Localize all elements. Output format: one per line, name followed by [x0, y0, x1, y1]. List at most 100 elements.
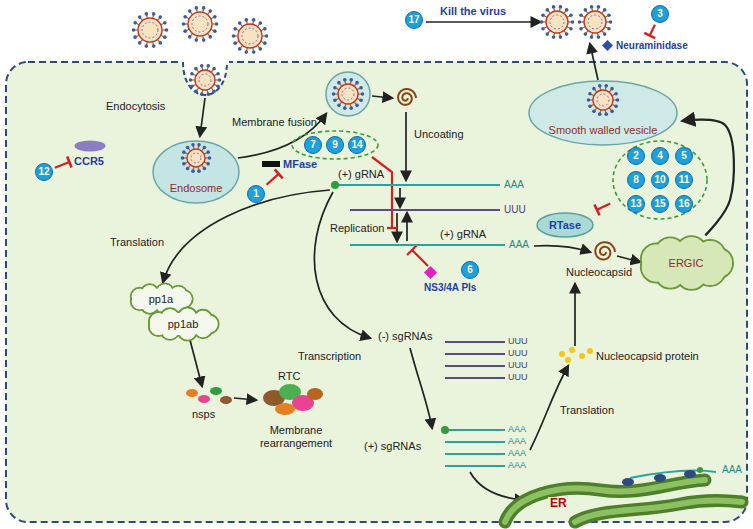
illustration-part: [234, 398, 256, 400]
illustration-part: [263, 27, 267, 31]
illustration-part: [218, 78, 222, 82]
callout-number: 10: [651, 171, 669, 189]
illustration-part: [133, 21, 137, 25]
virion: [587, 84, 620, 116]
illustration-part: [182, 22, 186, 26]
illustration-part: [579, 353, 585, 359]
illustration-part: [188, 12, 212, 36]
illustration-part: [181, 156, 185, 160]
illustration-part: [213, 15, 217, 19]
callout-number: 1: [247, 185, 265, 203]
diagram-label: UUU: [508, 360, 528, 370]
illustration-part: [242, 28, 258, 44]
rna-spiral: [398, 89, 416, 105]
illustration-part: [361, 92, 365, 96]
illustration-part: [648, 245, 724, 281]
symbol: [602, 40, 613, 51]
illustration-part: [350, 209, 500, 211]
enzyme-label: MFase: [262, 158, 317, 171]
rtc-complex: [263, 384, 323, 415]
shape-outline: [152, 140, 240, 204]
illustration-part: [546, 32, 550, 36]
illustration-part: [198, 395, 210, 403]
illustration-part: [359, 98, 363, 102]
illustration-part: [654, 474, 666, 482]
illustration-part: [355, 104, 359, 108]
illustration-part: [192, 16, 208, 32]
nsps-dots: [186, 387, 232, 404]
illustration-part: [314, 192, 370, 338]
illustration-part: [245, 50, 249, 54]
diagram-label: Nucleocapsid: [566, 266, 632, 279]
illustration-part: [213, 29, 217, 33]
illustration-part: [584, 8, 588, 12]
illustration-part: [202, 6, 206, 10]
rna-spiral: [595, 242, 615, 259]
enzyme-label: Neuraminidase: [602, 40, 688, 52]
illustration-part: [215, 22, 219, 26]
illustration-part: [697, 467, 703, 473]
illustration-part: [187, 149, 205, 167]
callout-text: 16: [678, 198, 689, 210]
illustration-part: [610, 87, 614, 91]
illustration-part: [194, 67, 198, 71]
callout-number: 5: [675, 147, 693, 165]
diagram-label: (+) gRNA: [338, 168, 384, 181]
illustration-part: [559, 35, 563, 39]
illustration-part: [575, 500, 742, 522]
illustration-part: [163, 35, 167, 39]
illustration-part: [597, 35, 601, 39]
illustration-part: [597, 5, 601, 9]
illustration-part: [552, 5, 556, 9]
illustration-part: [406, 213, 408, 241]
illustration-part: [607, 13, 611, 17]
illustration-part: [238, 21, 242, 25]
callout-number: 13: [627, 195, 645, 213]
diagram-label: Replication: [330, 222, 384, 235]
illustration-part: [332, 92, 336, 96]
callout-text: 3: [657, 8, 663, 20]
illustration-part: [584, 11, 606, 33]
nucleocapsid-protein-dots: [559, 347, 593, 363]
illustration-part: [550, 15, 564, 29]
diagram-label: AAA: [504, 179, 524, 191]
illustration-part: [194, 90, 198, 94]
illustration-part: [191, 153, 201, 163]
illustration-part: [252, 18, 256, 22]
callout-text: 17: [408, 14, 419, 26]
illustration-part: [529, 81, 677, 145]
drug-group: 7914: [291, 130, 379, 160]
illustration-part: [426, 21, 540, 23]
illustration-part: [212, 90, 216, 94]
illustration-part: [337, 104, 341, 108]
diagram-label: AAA: [508, 436, 526, 446]
illustration-part: [593, 90, 613, 110]
illustration-part: [191, 143, 195, 147]
callout-number: 4: [651, 147, 669, 165]
illustration-part: [587, 98, 591, 102]
callout-text: 14: [351, 139, 362, 151]
illustration-part: [588, 104, 592, 108]
illustration-part: [540, 20, 544, 24]
illustration-part: [133, 35, 137, 39]
callout-text: 8: [633, 174, 639, 186]
diagram-label: Transcription: [298, 350, 361, 363]
illustration-part: [135, 289, 188, 310]
illustration-part: [182, 150, 186, 154]
callout-text: 10: [654, 174, 665, 186]
illustration-part: [203, 146, 207, 150]
illustration-part: [186, 167, 190, 171]
illustration-part: [412, 250, 428, 266]
vesicle-ellipse: Smooth walled vesicle: [528, 80, 678, 146]
cap-dot: [441, 426, 449, 434]
node-label: CCR5: [74, 155, 104, 168]
illustration-part: [569, 27, 573, 31]
illustration-part: [188, 35, 192, 39]
illustration-part: [578, 20, 582, 24]
illustration-part: [265, 34, 269, 38]
callout-number: 16: [675, 195, 693, 213]
symbol: [74, 140, 106, 152]
virion: [540, 5, 575, 39]
illustration-part: [534, 246, 590, 252]
